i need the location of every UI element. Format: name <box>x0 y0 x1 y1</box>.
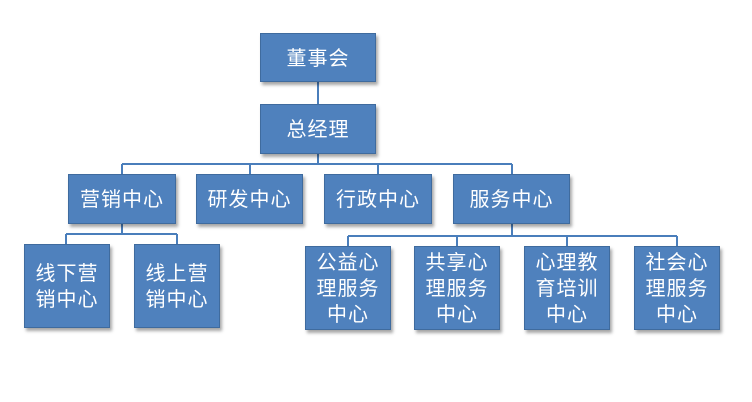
node-psych-education: 心理教 育培训 中心 <box>524 246 610 330</box>
node-board: 董事会 <box>260 33 376 82</box>
node-admin-center: 行政中心 <box>324 174 432 224</box>
node-online-marketing: 线上营 销中心 <box>134 244 220 328</box>
node-rnd-center: 研发中心 <box>196 174 303 224</box>
node-service-center: 服务中心 <box>453 174 570 224</box>
node-public-welfare-psych: 公益心 理服务 中心 <box>305 246 391 330</box>
node-general-manager: 总经理 <box>260 104 376 154</box>
node-shared-psych: 共享心 理服务 中心 <box>414 246 500 330</box>
node-social-psych: 社会心 理服务 中心 <box>634 246 720 330</box>
node-offline-marketing: 线下营 销中心 <box>24 244 110 328</box>
node-marketing-center: 营销中心 <box>68 174 176 224</box>
